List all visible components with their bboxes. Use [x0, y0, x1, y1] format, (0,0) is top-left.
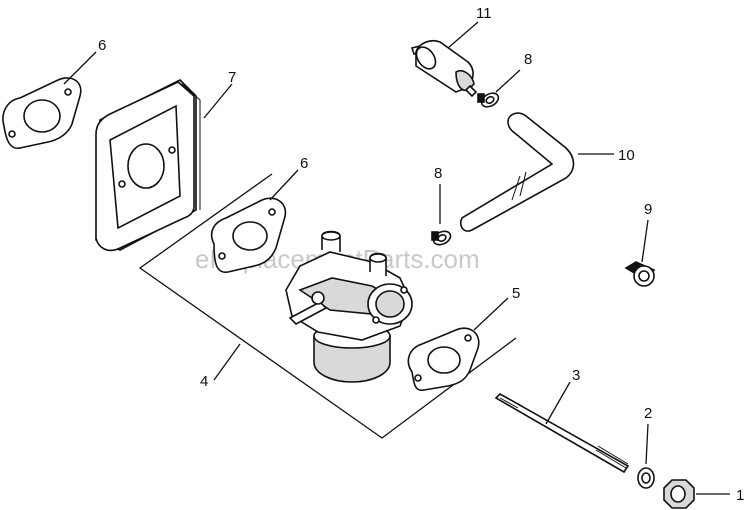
callout-2: 2: [644, 405, 652, 422]
fuel-filter-icon: [410, 39, 478, 98]
callout-1: 1: [736, 487, 744, 504]
clip-icon: [624, 261, 656, 287]
gasket-icon: [2, 77, 82, 150]
spacer-plate-icon: [95, 79, 201, 252]
callout-8-top: 8: [524, 51, 532, 68]
hose-clamp-icon: [431, 230, 452, 246]
callout-6-top: 6: [98, 37, 106, 54]
gasket-icon: [210, 197, 287, 273]
callout-10: 10: [618, 147, 635, 164]
callout-8-bottom: 8: [434, 165, 442, 182]
callout-9: 9: [644, 201, 652, 218]
hose-clamp-icon: [477, 92, 500, 108]
fuel-line-icon: [459, 112, 575, 232]
callout-11: 11: [476, 5, 492, 22]
callout-3: 3: [572, 367, 580, 384]
callout-5: 5: [512, 285, 520, 302]
hex-nut-icon: [663, 479, 695, 509]
callout-6-middle: 6: [300, 155, 308, 172]
carburetor-icon: [285, 230, 413, 383]
callout-7: 7: [228, 69, 236, 86]
gasket-icon: [407, 327, 480, 392]
washer-icon: [637, 467, 655, 489]
threaded-stud-icon: [494, 393, 630, 474]
callout-4: 4: [200, 373, 208, 390]
